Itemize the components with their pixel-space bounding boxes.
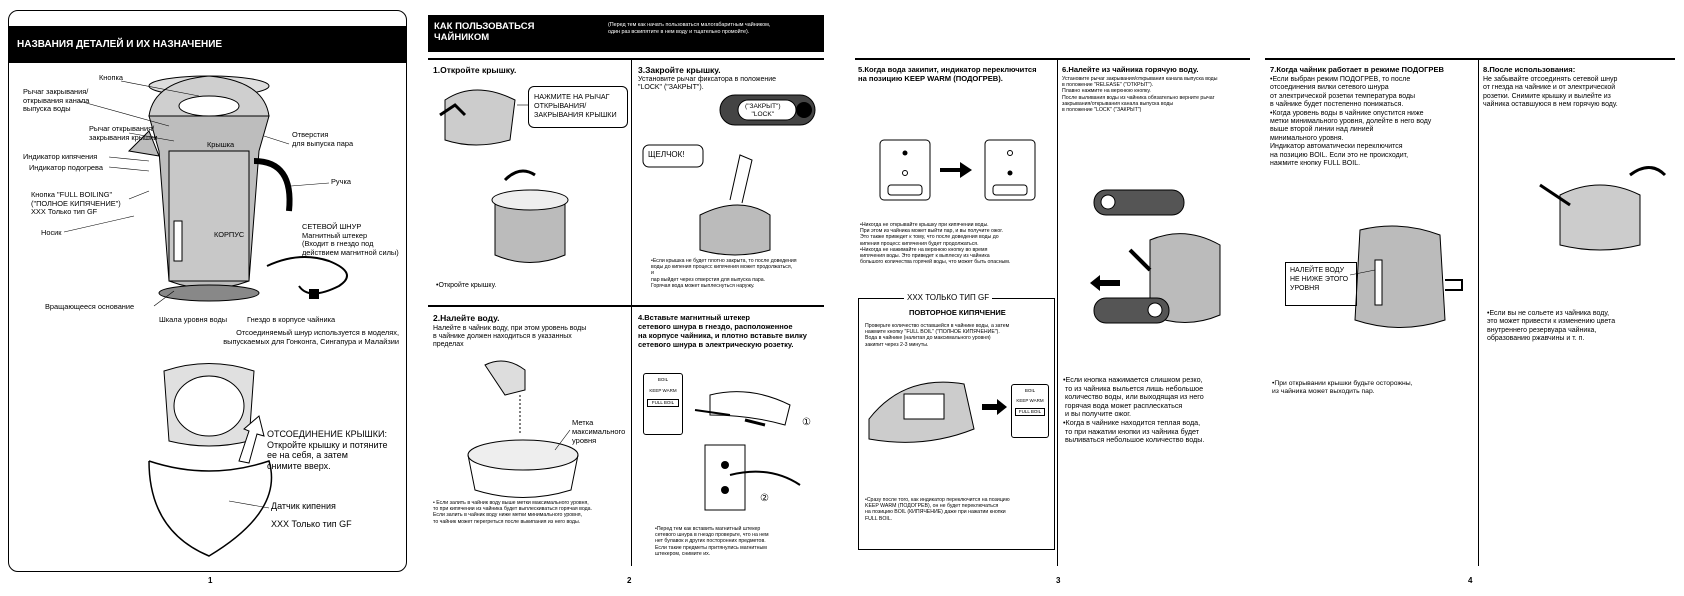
gf-reboil-box: XXX ТОЛЬКО ТИП GF ПОВТОРНОЕ КИПЯЧЕНИЕ Пр…	[858, 293, 1055, 550]
step-6-illustration	[1090, 189, 1221, 324]
label-socket: Гнездо в корпусе чайника	[247, 315, 336, 324]
gf-panel-keepwarm: KEEP WARM	[1016, 398, 1044, 403]
page-2-header-note: (Перед тем как начать пользоваться малог…	[608, 22, 771, 35]
step-3-lock-label: ("ЗАКРЫТ") "LOCK"	[745, 103, 781, 118]
label-knopka: Кнопка	[99, 73, 124, 82]
step-8-note: •Если вы не сольете из чайника воду, это…	[1487, 310, 1616, 343]
step-1-illustration	[439, 89, 569, 263]
label-lid: Крышка	[207, 140, 235, 149]
divider	[1057, 58, 1058, 566]
label-base: Вращающееся основание	[45, 302, 135, 311]
label-lid-removal: ОТСОЕДИНЕНИЕ КРЫШКИ: Откройте крышку и п…	[267, 429, 388, 471]
label-power-cord: СЕТЕВОЙ ШНУР Магнитный штекер (Входит в …	[302, 222, 399, 257]
step-3-title: 3.Закройте крышку.	[638, 65, 721, 75]
divider	[631, 58, 632, 566]
step-2-subtitle: Налейте в чайник воду, при этом уровень …	[433, 325, 587, 348]
step-6-title: 6.Налейте из чайника горячую воду.	[1062, 65, 1199, 74]
page-number-4: 4	[1468, 576, 1473, 585]
gf-panel-boil: BOIL	[1024, 388, 1036, 393]
label-lever-water: Рычаг закрывания/ открывания канала выпу…	[23, 87, 90, 113]
step-7-note: •При открывании крышки будьте осторожны,…	[1272, 380, 1413, 395]
kettle-illustration	[63, 75, 348, 557]
step-3-note: •Если крышка не будет плотно закрыта, то…	[651, 258, 797, 289]
step-7-illustration	[1349, 225, 1463, 328]
label-handle: Ручка	[331, 177, 351, 186]
divider	[855, 58, 1250, 60]
page-2-header: КАК ПОЛЬЗОВАТЬСЯ ЧАЙНИКОМ	[434, 21, 535, 43]
page-number-3: 3	[1056, 576, 1061, 585]
label-body: КОРПУС	[214, 230, 245, 239]
gf-box-text: Проверьте количество оставшейся в чайник…	[865, 323, 1010, 348]
step-1-title: 1.Откройте крышку.	[433, 65, 517, 75]
divider	[428, 58, 824, 60]
label-lever-lid: Рычаг открывания/ закрывания крышки	[89, 124, 158, 142]
step-5-note: •Никогда не открывайте крышку при кипяче…	[860, 222, 1011, 266]
label-steam-vents: Отверстия для выпуска пара	[292, 130, 354, 148]
page-number-1: 1	[208, 576, 213, 585]
step-8-illustration	[1539, 166, 1667, 251]
label-spout: Носик	[41, 228, 62, 237]
gf-kettle-illustration	[868, 381, 1007, 443]
step-1-callout: НАЖМИТЕ НА РЫЧАГ ОТКРЫВАНИЯ/ ЗАКРЫВАНИЯ …	[534, 92, 617, 119]
step-5-indicator-illustration	[879, 139, 1036, 201]
step-1-caption: •Откройте крышку.	[436, 282, 497, 289]
page-2-header-bar: КАК ПОЛЬЗОВАТЬСЯ ЧАЙНИКОМ (Перед тем как…	[428, 15, 824, 52]
step-2-max-mark: Метка максимального уровня	[572, 418, 626, 445]
step-7-title: 7.Когда чайник работает в режиме ПОДОГРЕ…	[1270, 65, 1445, 74]
step-4-note: •Перед тем как вставить магнитный штекер…	[655, 526, 769, 557]
step-8-title: 8.После использования:	[1483, 65, 1576, 74]
step-4-illustration	[694, 391, 801, 511]
step-2-illustration	[467, 360, 579, 498]
panel-fullboil: FULL BOIL	[647, 399, 679, 407]
step-3-subtitle: Установите рычаг фиксатора в положение "…	[638, 76, 777, 91]
label-boil-sensor: Датчик кипения	[271, 501, 336, 511]
step-4-title: 4.Вставьте магнитный штекер сетевого шну…	[638, 313, 807, 349]
step-6-note: •Если кнопка нажимается слишком резко, т…	[1063, 375, 1205, 445]
divider	[428, 305, 824, 307]
step-4-number-1: ①	[802, 417, 811, 428]
step-4-number-2: ②	[760, 493, 769, 504]
step-5-title: 5.Когда вода закипит, индикатор переключ…	[858, 65, 1037, 83]
step-4-control-panel: BOIL KEEP WARM FULL BOIL	[643, 373, 683, 435]
step-6-subtitle: Установите рычаг закрывания/открывания к…	[1062, 76, 1218, 114]
label-fullboil-button: Кнопка "FULL BOILING" ("ПОЛНОЕ КИПЯЧЕНИЕ…	[31, 190, 121, 216]
page-1-header: НАЗВАНИЯ ДЕТАЛЕЙ И ИХ НАЗНАЧЕНИЕ	[9, 26, 406, 63]
step-7-text: •Если выбран режим ПОДОГРЕВ, то после от…	[1270, 76, 1432, 168]
divider	[1265, 58, 1675, 60]
step-8-text: Не забывайте отсоединять сетевой шнур от…	[1483, 76, 1618, 109]
gf-box-subtitle: ПОВТОРНОЕ КИПЯЧЕНИЕ	[909, 308, 1006, 317]
label-warm-indicator: Индикатор подогрева	[29, 163, 103, 172]
step-2-title: 2.Налейте воду.	[433, 313, 500, 323]
panel-boil: BOIL	[657, 377, 669, 382]
gf-panel-fullboil: FULL BOIL	[1015, 408, 1045, 416]
step-3-illustration	[642, 94, 816, 256]
label-detach-note: Отсоединяемый шнур используется в моделя…	[223, 328, 399, 346]
label-water-scale: Шкала уровня воды	[159, 315, 228, 324]
page-1-panel: НАЗВАНИЯ ДЕТАЛЕЙ И ИХ НАЗНАЧЕНИЕ Кноп	[8, 10, 407, 572]
step-2-note: • Если залить в чайник воду выше метки м…	[433, 500, 592, 525]
step-7-callout: НАЛЕЙТЕ ВОДУ НЕ НИЖЕ ЭТОГО УРОВНЯ	[1285, 262, 1357, 306]
step-1-callout-box: НАЖМИТЕ НА РЫЧАГ ОТКРЫВАНИЯ/ ЗАКРЫВАНИЯ …	[528, 86, 628, 128]
panel-keepwarm: KEEP WARM	[649, 388, 677, 393]
label-gf-only: XXX Только тип GF	[271, 519, 352, 529]
gf-control-panel: BOIL KEEP WARM FULL BOIL	[1011, 384, 1049, 438]
label-boil-indicator: Индикатор кипячения	[23, 152, 98, 161]
page-number-2: 2	[627, 576, 632, 585]
divider	[1478, 58, 1479, 566]
gf-note: •Сразу после того, как индикатор переклю…	[865, 497, 1010, 522]
step-3-click: ЩЕЛЧОК!	[648, 150, 685, 159]
gf-box-title: XXX ТОЛЬКО ТИП GF	[904, 293, 993, 302]
